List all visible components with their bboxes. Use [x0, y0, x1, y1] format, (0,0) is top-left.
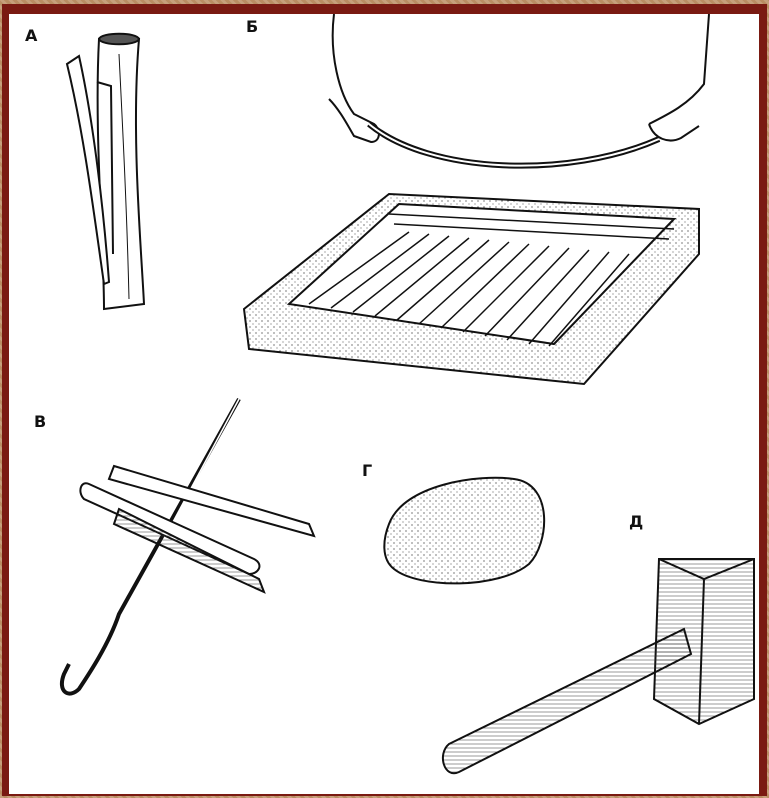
illustration-panel: А Б В Г Д [9, 14, 759, 794]
hands-bending-strip-drawing [329, 14, 709, 166]
split-stem-drawing [67, 34, 144, 309]
hooked-awl-drawing [62, 399, 314, 694]
stone-slab-drawing [244, 194, 699, 384]
wooden-mallet-drawing [443, 559, 754, 773]
tools-illustration [9, 14, 759, 794]
smoothing-stone-drawing [384, 478, 544, 584]
